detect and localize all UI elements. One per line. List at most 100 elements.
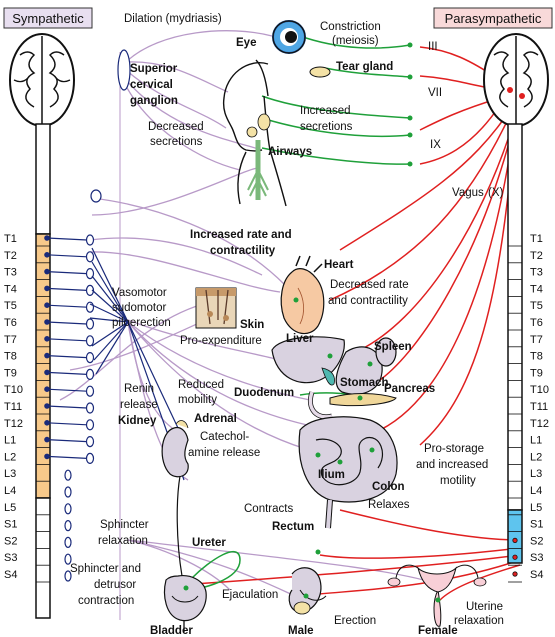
sacral-origin [513,572,517,576]
chain-link [47,238,87,240]
skin-icon [196,288,236,328]
left-segment-s2: S2 [4,535,17,547]
label-renin-2: release [120,399,158,411]
chain-link [47,389,87,391]
left-segment-l1: L1 [4,435,16,447]
chain-link [47,288,87,290]
chain-link [47,440,87,442]
label-vasomotor-3: piloerection [112,317,171,329]
pancreas-icon [330,394,396,406]
right-segment-t10: T10 [530,384,549,396]
right-segment-t3: T3 [530,267,543,279]
chain-ganglion [87,437,94,447]
sympathetic-header-text: Sympathetic [12,11,84,26]
left-segment-t4: T4 [4,283,17,295]
label-reduced-1: Reduced [178,379,224,391]
label-inc-rate-1: Increased rate and [190,229,292,241]
salivary-glands [247,114,270,137]
chain-link [47,356,87,358]
chain-ganglion [87,403,94,413]
left-brain [10,34,74,126]
label-sphincter-relax-1: Sphincter [100,519,149,531]
label-spleen: Spleen [374,341,412,353]
right-spinal-cord [508,124,522,582]
label-heart: Heart [324,259,354,271]
label-vasomotor-1: Vasomotor [112,287,167,299]
chain-ganglion [87,235,94,245]
right-segment-s2: S2 [530,535,543,547]
label-vagus: Vagus [452,187,484,199]
left-segment-l2: L2 [4,451,16,463]
left-segment-t2: T2 [4,250,17,262]
right-segment-t12: T12 [530,418,549,430]
label-renin-1: Renin [124,383,154,395]
label-liver: Liver [286,333,314,345]
chain-link [47,255,87,257]
label-ejaculation: Ejaculation [222,589,278,601]
left-segment-t6: T6 [4,317,17,329]
chain-ganglion [87,302,94,312]
right-segment-l5: L5 [530,502,542,514]
chain-link [47,272,87,274]
right-segment-l4: L4 [530,485,542,497]
label-pro-expenditure: Pro-expenditure [180,335,262,347]
chain-link [47,305,87,307]
right-segment-s3: S3 [530,552,543,564]
sympathetic-header: Sympathetic [4,8,92,28]
label-bladder: Bladder [150,625,193,637]
right-segment-l3: L3 [530,468,542,480]
label-adrenal: Adrenal [194,413,237,425]
label-superior-3: ganglion [130,95,178,107]
left-segment-t5: T5 [4,300,17,312]
right-segment-t7: T7 [530,334,543,346]
right-segment-s4: S4 [530,569,543,581]
label-pro-storage-2: and increased [416,459,488,471]
chain-link [47,406,87,408]
parasympathetic-header-text: Parasympathetic [445,11,542,26]
label-male: Male [288,625,314,637]
left-segment-l5: L5 [4,502,16,514]
tear-gland-icon [310,67,330,77]
left-segment-l4: L4 [4,485,16,497]
sacral-origin [513,538,517,542]
chain-ganglion [65,504,71,514]
duodenum-icon [310,392,332,417]
label-decreased-sec-1: Decreased [148,121,204,133]
chain-ganglion [65,521,71,531]
chain-ganglion [65,487,71,497]
label-superior-2: cervical [130,79,173,91]
right-segment-t2: T2 [530,250,543,262]
parasympathetic-header: Parasympathetic [434,8,552,28]
left-segment-t7: T7 [4,334,17,346]
label-uterine-1: Uterine [466,601,503,613]
right-segment-t1: T1 [530,233,543,245]
label-relaxes: Relaxes [368,499,410,511]
left-segment-t3: T3 [4,267,17,279]
label-dec-rate-2: and contractility [328,295,408,307]
left-segment-t9: T9 [4,367,17,379]
label-colon: Colon [372,481,405,493]
label-ureter: Ureter [192,537,226,549]
label-kidney: Kidney [118,415,157,427]
label-catechol-1: Catechol- [200,431,249,443]
chain-ganglion [87,353,94,363]
left-segment-t1: T1 [4,233,17,245]
label-sphincter-det-3: contraction [78,595,134,607]
ureter-line [177,476,182,576]
label-tear-gland: Tear gland [336,61,393,73]
label-vagus-num: (X) [488,187,504,199]
label-erection: Erection [334,615,376,627]
label-inc-rate-2: contractility [210,245,276,257]
heart-icon [281,256,324,334]
left-segment-s3: S3 [4,552,17,564]
right-segment-t11: T11 [530,401,548,413]
chain-ganglion [87,453,94,463]
label-catechol-2: amine release [188,447,260,459]
chain-ganglion [87,319,94,329]
label-constriction-1: Constriction [320,21,381,33]
right-brain [484,34,548,126]
left-segment-t11: T11 [4,401,22,413]
right-segment-t4: T4 [530,283,543,295]
